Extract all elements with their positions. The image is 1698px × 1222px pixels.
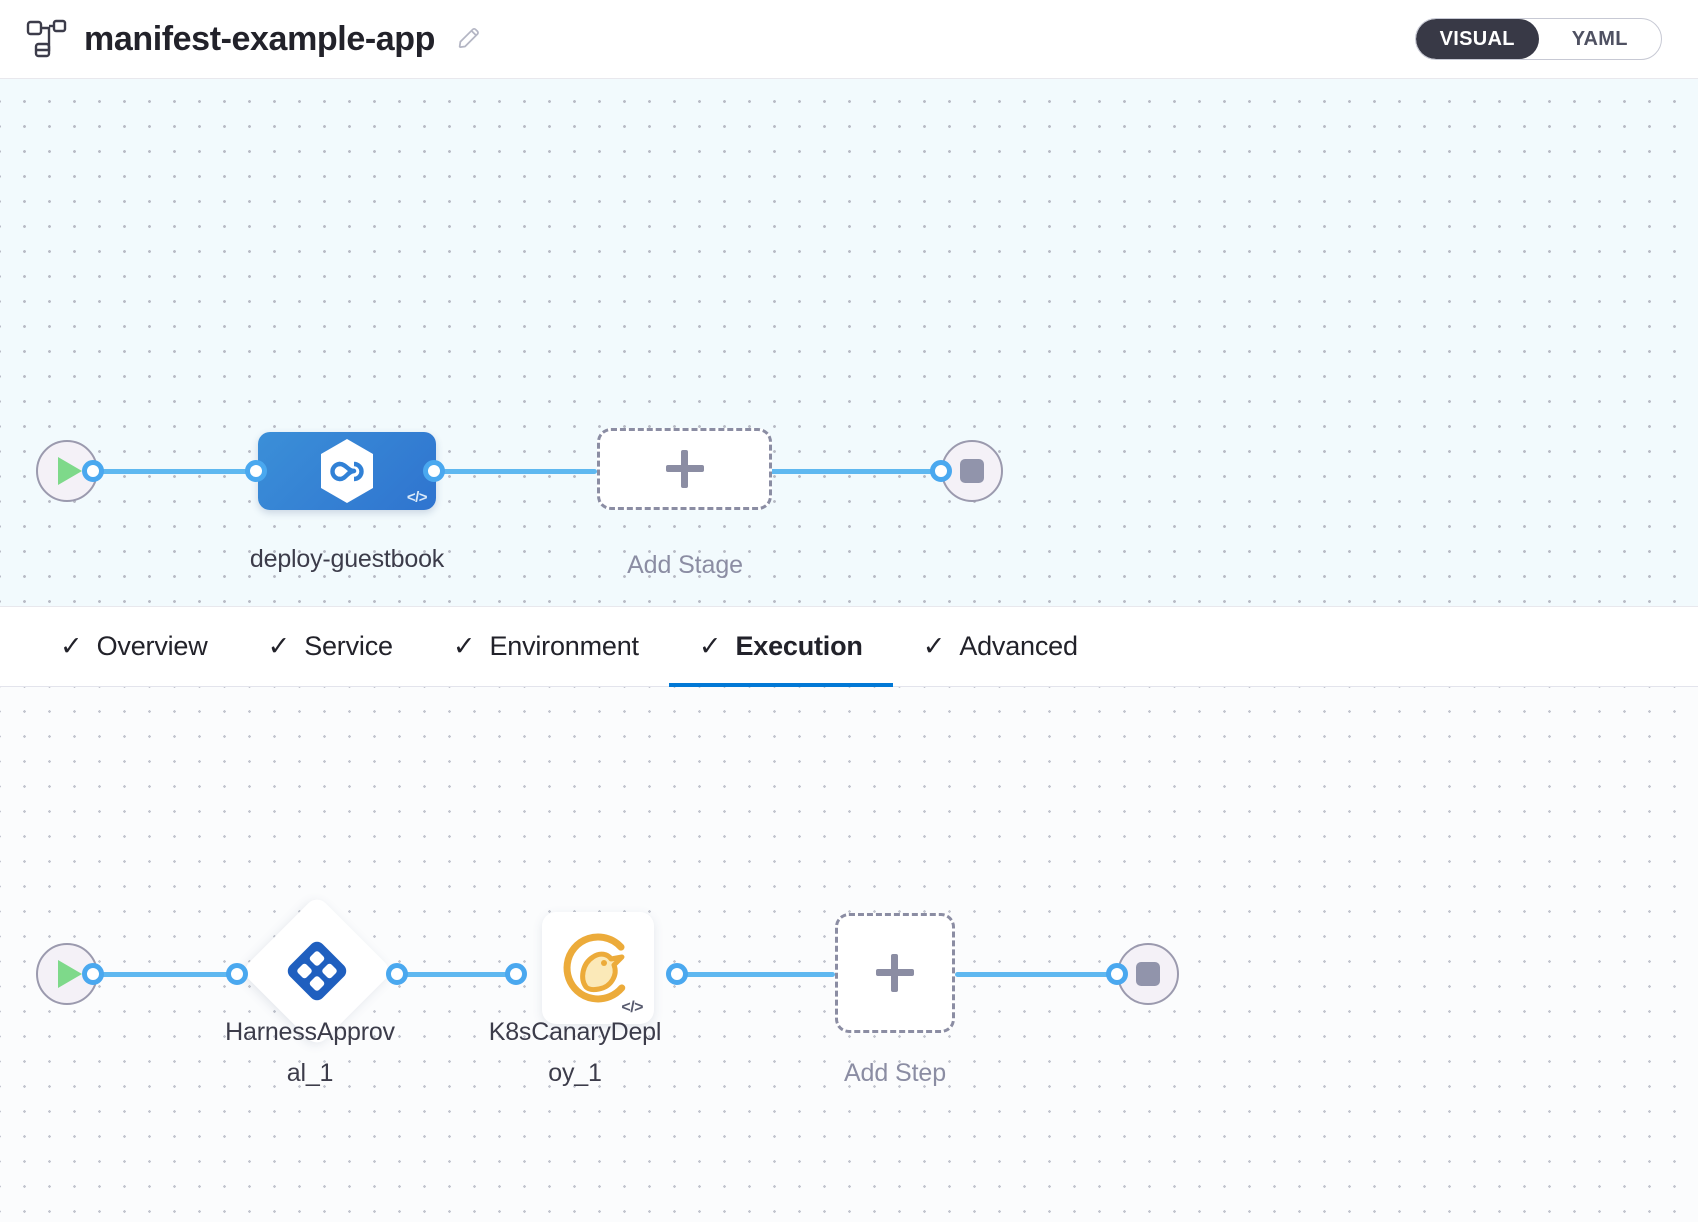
add-stage-label: Add Stage [627,551,743,579]
plus-icon [665,450,704,488]
step-label-k8s-canary-deploy: K8sCanaryDepl oy_1 [470,1012,680,1094]
play-icon [58,457,82,485]
step-node-k8s-canary-deploy[interactable]: </> [542,912,654,1024]
tab-service[interactable]: ✓ Service [238,607,423,687]
approval-label-line1: HarnessApprov [225,1018,395,1046]
edge-addstep-to-stop [955,972,1120,977]
tab-execution[interactable]: ✓ Execution [668,607,893,687]
connector-dot-stage-in[interactable] [245,460,267,482]
check-icon: ✓ [922,631,946,661]
view-mode-toggle[interactable]: VISUAL YAML [1415,18,1662,60]
play-icon [58,960,82,988]
app-header: manifest-example-app VISUAL YAML [0,0,1698,79]
harness-cd-hexagon-icon [321,439,373,503]
step-label-harness-approval: HarnessApprov al_1 [205,1012,415,1094]
connector-dot-approval-out[interactable] [386,963,408,985]
canary-bird-icon [563,933,633,1003]
approval-label-line2: al_1 [286,1059,334,1087]
stage-yaml-badge: </> [406,489,428,506]
tab-advanced[interactable]: ✓ Advanced [893,607,1108,687]
connector-dot-exec-start[interactable] [82,963,104,985]
add-step-label: Add Step [843,1059,947,1087]
pencil-edit-icon[interactable] [455,25,483,53]
check-icon: ✓ [60,631,83,661]
check-icon: ✓ [698,631,722,661]
toggle-option-yaml[interactable]: YAML [1571,27,1628,50]
add-step-button[interactable] [835,913,955,1033]
edge-addstage-to-stop [770,469,945,474]
connector-dot-start[interactable] [82,460,104,482]
tab-execution-label: Execution [735,631,863,661]
stage-label-text: deploy-guestbook [249,545,445,573]
tab-environment-label: Environment [489,631,639,661]
step-yaml-badge: </> [621,999,643,1016]
tab-overview[interactable]: ✓ Overview [30,607,238,687]
connector-dot-stop[interactable] [930,460,952,482]
tab-environment[interactable]: ✓ Environment [423,607,669,687]
connector-dot-canary-in[interactable] [505,963,527,985]
header-left-group: manifest-example-app [0,19,483,59]
check-icon: ✓ [452,631,476,661]
stage-flow: </> deploy-guestbook Add Stage [0,79,1698,606]
toggle-option-visual[interactable]: VISUAL [1416,19,1539,59]
stage-graph-canvas[interactable]: </> deploy-guestbook Add Stage [0,79,1698,607]
connector-dot-approval-in[interactable] [226,963,248,985]
page-title: manifest-example-app [84,19,435,58]
edge-canary-to-addstep [675,972,835,977]
connector-dot-canary-out[interactable] [666,963,688,985]
edge-stage-to-addstage [432,469,597,474]
canary-label-line1: K8sCanaryDepl [488,1018,662,1046]
step-node-harness-approval[interactable] [240,894,394,1048]
execution-flow: HarnessApprov al_1 </> K8sCanaryDepl oy_… [0,687,1698,1222]
plus-icon [876,954,914,992]
stop-icon [960,459,984,483]
check-icon: ✓ [267,631,291,661]
canary-label-line2: oy_1 [548,1059,602,1087]
execution-graph-canvas[interactable]: HarnessApprov al_1 </> K8sCanaryDepl oy_… [0,687,1698,1222]
connector-dot-exec-stop[interactable] [1106,963,1128,985]
edge-approval-to-canary [395,972,515,977]
stage-node-deploy-guestbook[interactable]: </> [258,432,436,510]
pipeline-stop-node[interactable] [941,440,1003,502]
harness-approval-diamond-icon [287,941,347,1001]
edge-start-to-approval [95,972,235,977]
stage-node-label: deploy-guestbook [238,539,456,580]
connector-dot-stage-out[interactable] [423,460,445,482]
tab-advanced-label: Advanced [959,631,1078,661]
stop-icon [1136,962,1160,986]
add-stage-button[interactable] [597,428,772,510]
pipeline-hierarchy-icon [26,19,67,58]
tab-overview-label: Overview [96,631,208,661]
approval-icon-wrap [263,917,371,1025]
stage-config-tabs[interactable]: ✓ Overview ✓ Service ✓ Environment ✓ Exe… [0,607,1698,687]
tab-service-label: Service [304,631,393,661]
edge-start-to-stage [95,469,340,474]
